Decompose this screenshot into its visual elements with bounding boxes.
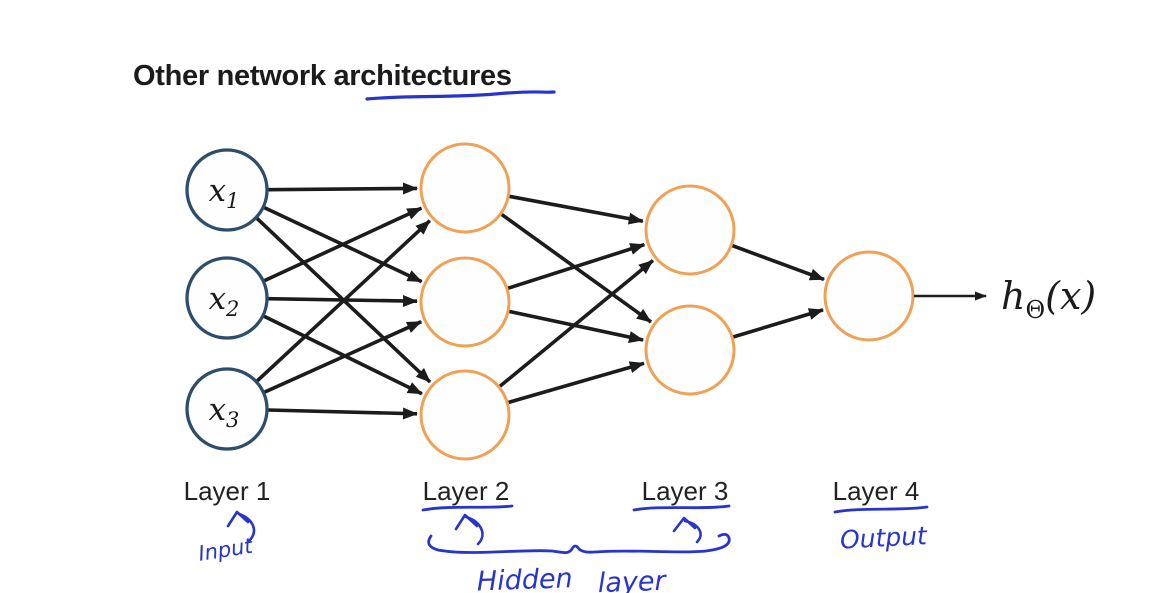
node-label-x1-sub: 1 bbox=[226, 189, 239, 213]
edge bbox=[255, 219, 432, 383]
hidden-node-l3-2 bbox=[644, 304, 736, 396]
input-annotation: Input bbox=[197, 534, 255, 566]
node-label-x3: x3 bbox=[209, 392, 240, 432]
input-node-x3 bbox=[185, 367, 269, 451]
hypothesis-label: hΘ(x) bbox=[1001, 274, 1096, 324]
hypothesis-base: h bbox=[1001, 274, 1025, 318]
node-label-x2: x2 bbox=[209, 281, 240, 321]
edge bbox=[507, 361, 645, 405]
edge bbox=[263, 320, 423, 394]
edge-group bbox=[255, 182, 825, 420]
layer-2-arrowhead bbox=[454, 513, 479, 531]
node-label-x2-sub: 2 bbox=[225, 297, 239, 321]
hidden-annotation-word1: Hidden bbox=[476, 563, 573, 593]
hidden-node-l3-1 bbox=[644, 184, 736, 276]
hidden-node-l2-3 bbox=[419, 369, 511, 461]
layer-3-arrowhead bbox=[672, 516, 697, 533]
layer-3-label: Layer 3 bbox=[642, 476, 729, 506]
edge bbox=[267, 182, 418, 195]
node-label-x3-sub: 3 bbox=[226, 408, 239, 432]
edge bbox=[263, 206, 423, 283]
edge bbox=[263, 314, 423, 396]
layer-2-arrow-curve bbox=[464, 515, 484, 546]
node-group bbox=[185, 142, 915, 461]
layer-2-label: Layer 2 bbox=[423, 476, 510, 506]
layer-2-arrow-ink bbox=[454, 513, 484, 546]
layer-4-label: Layer 4 bbox=[833, 476, 920, 506]
node-label-x2-base: x bbox=[209, 281, 227, 317]
edge bbox=[507, 242, 646, 291]
layer-3-arrow-ink bbox=[672, 516, 702, 544]
layer-1-label: Layer 1 bbox=[184, 476, 271, 506]
title-underline-ink bbox=[365, 90, 556, 101]
hidden-node-l2-2 bbox=[419, 256, 511, 348]
hypothesis-sub-theta: Θ bbox=[1025, 296, 1045, 324]
input-arrowhead bbox=[226, 510, 250, 528]
edge bbox=[508, 194, 644, 225]
output-node bbox=[823, 250, 915, 342]
input-arrow-ink bbox=[226, 510, 256, 543]
page-title: Other network architectures bbox=[133, 60, 512, 92]
edge bbox=[732, 308, 824, 339]
input-node-x1 bbox=[185, 148, 269, 232]
node-label-x3-base: x bbox=[209, 392, 227, 428]
hidden-layers-brace-ink bbox=[427, 533, 731, 555]
input-node-x2 bbox=[185, 256, 269, 340]
edge bbox=[731, 243, 825, 282]
node-label-x1: x1 bbox=[209, 173, 240, 213]
edge bbox=[498, 259, 655, 388]
layer-4-underline-ink bbox=[833, 505, 929, 514]
hypothesis-args: (x) bbox=[1045, 274, 1096, 318]
layer-3-arrow-curve bbox=[683, 519, 702, 544]
node-label-x1-base: x bbox=[209, 173, 227, 209]
layer-2-underline-ink bbox=[421, 504, 514, 512]
hidden-annotation-word2: layer bbox=[597, 566, 668, 593]
output-annotation: Output bbox=[839, 521, 928, 555]
layer-3-underline-ink bbox=[632, 504, 731, 512]
edge bbox=[267, 407, 418, 420]
hidden-node-l2-1 bbox=[419, 142, 511, 234]
